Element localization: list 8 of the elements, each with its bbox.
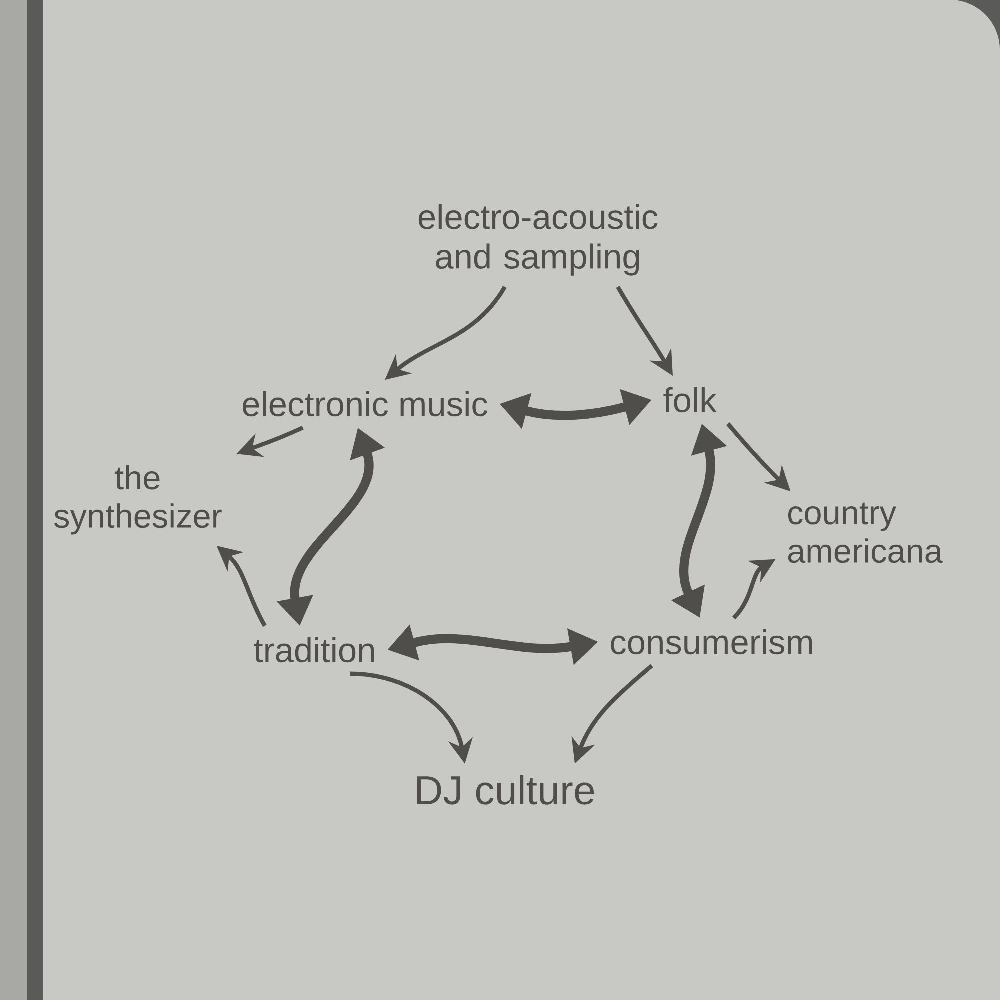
concept-label: electronic music: [243, 391, 488, 417]
concept-label: DJ culture: [417, 775, 594, 805]
concept-label: folk: [664, 387, 717, 413]
concept-label: country americana: [788, 502, 943, 564]
concept-label: tradition: [254, 637, 374, 663]
concept-label: consumerism: [611, 629, 812, 655]
concept-label: the synthesizer: [54, 465, 222, 535]
concept-label: electro-acoustic and sampling: [418, 204, 658, 276]
